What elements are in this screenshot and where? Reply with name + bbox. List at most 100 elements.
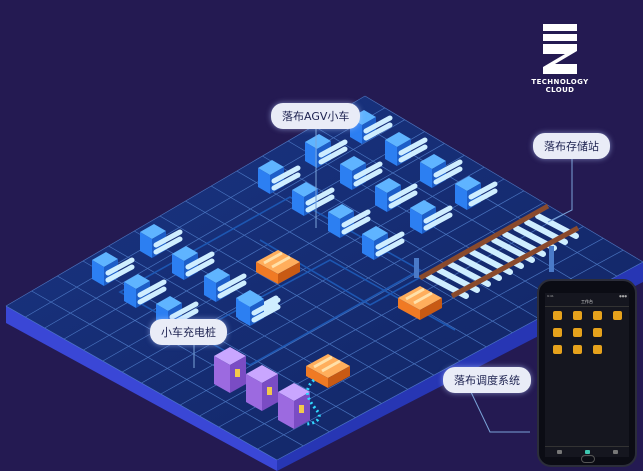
agv-fork [413, 291, 433, 305]
phone-app-6[interactable] [588, 328, 606, 342]
rack-side [238, 300, 250, 326]
storage-station [414, 203, 580, 299]
rack-unit [292, 182, 335, 216]
rack-top [305, 134, 331, 149]
fabric-roll [251, 304, 281, 323]
fabric-roll [169, 301, 199, 320]
tab-home-icon[interactable] [556, 450, 562, 454]
agv-vehicle [398, 286, 442, 320]
agv-vehicle [306, 354, 350, 388]
rack-unit [340, 156, 383, 190]
upload-icon [572, 328, 582, 337]
fabric-roll [353, 161, 383, 180]
rack-unit [92, 252, 135, 286]
fabric-roll [468, 188, 498, 207]
rack-side [92, 260, 104, 286]
phone-app-1[interactable] [568, 311, 586, 325]
fabric-roll [217, 280, 247, 299]
charger-station [278, 383, 310, 429]
fabric-roll [305, 194, 335, 213]
rack-side [362, 234, 374, 260]
storage-post [549, 246, 554, 272]
fabric-roll [251, 297, 281, 316]
agv-side [256, 262, 278, 284]
fabric-roll [363, 122, 393, 141]
rack-unit [350, 110, 393, 144]
storage-rail-back [450, 225, 580, 299]
ticket-icon [572, 311, 582, 320]
phone-app-4[interactable] [548, 328, 566, 342]
rack-top [156, 296, 182, 311]
storage-rail-front [418, 203, 550, 281]
rack-side [140, 232, 152, 258]
app-placeholder [613, 328, 622, 337]
rack-top [92, 252, 118, 267]
agv-fork [271, 255, 291, 269]
phone-app-0[interactable] [548, 311, 566, 325]
grid-line [210, 185, 487, 348]
callout-leaders [193, 126, 573, 433]
callout-agv: 落布AGV小车 [271, 103, 361, 129]
charger-side [278, 392, 294, 429]
phone-app-10[interactable] [588, 345, 606, 359]
rack-top [124, 274, 150, 289]
phone-app-8[interactable] [548, 345, 566, 359]
fabric-roll [318, 146, 348, 165]
charger-group [214, 347, 310, 429]
logo-mark-icon [543, 24, 577, 74]
agv-side [398, 298, 420, 320]
callout-storage: 落布存储站 [533, 133, 610, 159]
rack-top [420, 154, 446, 169]
fabric-roll [318, 139, 348, 158]
phone-app-11 [608, 345, 626, 359]
rack-unit [328, 204, 371, 238]
phone-app-7 [608, 328, 626, 342]
fabric-roll [423, 205, 453, 224]
rack-unit [385, 132, 428, 166]
app-placeholder [613, 345, 622, 354]
fabric-roll [433, 166, 463, 185]
phone-app-2[interactable] [588, 311, 606, 325]
phone-app-3[interactable] [608, 311, 626, 325]
rack-top [204, 268, 230, 283]
phone-app-9[interactable] [568, 345, 586, 359]
tab-profile-icon[interactable] [612, 450, 618, 454]
charger-indicator [235, 369, 240, 377]
rack-group [92, 110, 498, 330]
rack-side [204, 276, 216, 302]
dispatch-phone: 9:41 ●●● 工作台 [537, 279, 637, 467]
phone-home-button[interactable] [581, 455, 595, 463]
agv-fork [313, 355, 333, 369]
agv-front [278, 262, 300, 284]
fabric-roll [271, 172, 301, 191]
charger-station [246, 365, 278, 411]
agv-front [328, 366, 350, 388]
charger-indicator [267, 387, 272, 395]
fabric-roll [105, 257, 135, 276]
fabric-roll [363, 115, 393, 134]
phone-app-5[interactable] [568, 328, 586, 342]
rack-top [292, 182, 318, 197]
rack-unit [204, 268, 247, 302]
fabric-roll [423, 212, 453, 231]
fabric-roll [353, 168, 383, 187]
tab-workbench-icon[interactable] [584, 450, 590, 454]
charger-side [214, 356, 230, 393]
fabric-roll [137, 279, 167, 298]
calendar-icon [572, 345, 582, 354]
share-icon [592, 345, 602, 354]
rack-top [340, 156, 366, 171]
logo-text-line2: CLOUD [545, 86, 575, 94]
rack-unit [258, 160, 301, 194]
agv-side [306, 366, 328, 388]
rack-side [375, 186, 387, 212]
rack-side [292, 190, 304, 216]
agv-vehicle [256, 250, 300, 284]
rack-top [140, 224, 166, 239]
fabric-roll [305, 187, 335, 206]
phone-tab-bar [545, 446, 629, 457]
doc-icon [552, 328, 562, 337]
fabric-roll [375, 231, 405, 250]
fabric-roll [153, 236, 183, 255]
